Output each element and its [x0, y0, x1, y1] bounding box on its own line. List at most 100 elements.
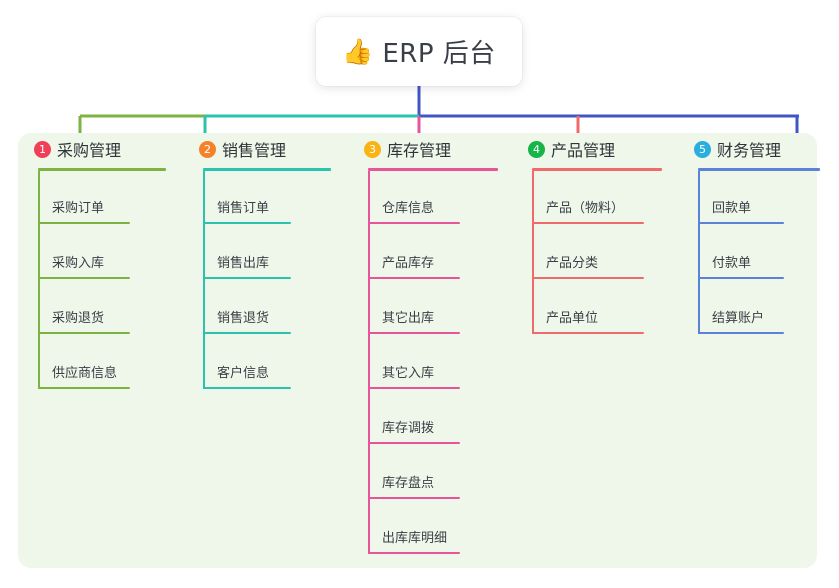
branch-item-label: 回款单	[712, 201, 752, 216]
branch-header[interactable]: 4 产品管理	[512, 133, 664, 165]
branch-item[interactable]: 采购入库	[18, 226, 168, 281]
branch-item-underline	[38, 332, 130, 334]
branch-item-label: 供应商信息	[52, 366, 118, 381]
branch-underline	[368, 168, 498, 171]
branch-item-underline	[38, 222, 130, 224]
branch-item-label: 结算账户	[712, 311, 765, 326]
branch-spine	[368, 171, 370, 554]
branch-title: 财务管理	[717, 141, 782, 160]
branch-item-label: 仓库信息	[382, 201, 435, 216]
branch-item-underline	[698, 277, 784, 279]
branch-underline	[203, 168, 331, 171]
branch-index-badge: 1	[34, 140, 51, 158]
branch-column: 3 库存管理仓库信息产品库存其它出库其它入库库存调拨库存盘点出库库明细	[348, 133, 500, 556]
branch-column: 1 采购管理采购订单采购入库采购退货供应商信息	[18, 133, 168, 391]
branch-column: 4 产品管理产品（物料） 产品分类产品单位	[512, 133, 664, 336]
branch-item-underline	[368, 442, 460, 444]
branch-item-underline	[368, 222, 460, 224]
branch-item-underline	[698, 222, 784, 224]
branch-item-label: 采购订单	[52, 201, 105, 216]
branch-item-label: 销售出库	[217, 256, 270, 271]
branch-item-underline	[698, 332, 784, 334]
branch-spine	[698, 171, 700, 334]
branch-item[interactable]: 采购退货	[18, 281, 168, 336]
branch-spine	[203, 171, 205, 389]
branch-item-underline	[203, 332, 291, 334]
branch-item[interactable]: 产品（物料）	[512, 171, 664, 226]
branch-item-underline	[532, 277, 644, 279]
branch-item[interactable]: 销售出库	[183, 226, 333, 281]
root-node[interactable]: 👍 ERP 后台	[316, 17, 522, 86]
branch-item-underline	[532, 222, 644, 224]
branch-index-badge: 3	[364, 140, 381, 158]
branch-item-label: 库存调拨	[382, 421, 435, 436]
branch-item[interactable]: 销售订单	[183, 171, 333, 226]
branch-title: 库存管理	[387, 141, 452, 160]
branch-item[interactable]: 采购订单	[18, 171, 168, 226]
branch-items: 采购订单采购入库采购退货供应商信息	[18, 171, 168, 391]
branch-item-underline	[368, 497, 460, 499]
branch-item-label: 采购退货	[52, 311, 105, 326]
branch-item-label: 其它出库	[382, 311, 435, 326]
branch-item[interactable]: 销售退货	[183, 281, 333, 336]
branch-title: 采购管理	[57, 141, 122, 160]
branch-item[interactable]: 供应商信息	[18, 336, 168, 391]
branch-item-label: 客户信息	[217, 366, 270, 381]
branch-header[interactable]: 5 财务管理	[678, 133, 818, 165]
branch-index-badge: 4	[528, 140, 545, 158]
branch-index-badge: 5	[694, 140, 711, 158]
branch-item[interactable]: 其它出库	[348, 281, 500, 336]
branch-item-underline	[38, 277, 130, 279]
branch-spine	[38, 171, 40, 389]
branch-item-underline	[203, 387, 291, 389]
branch-item[interactable]: 库存盘点	[348, 446, 500, 501]
branch-item[interactable]: 出库库明细	[348, 501, 500, 556]
branch-item-label: 销售退货	[217, 311, 270, 326]
branch-spine	[532, 171, 534, 334]
branch-item[interactable]: 客户信息	[183, 336, 333, 391]
branch-item-underline	[368, 552, 460, 554]
branch-underline	[698, 168, 820, 171]
branch-item-underline	[203, 277, 291, 279]
branches-panel	[18, 133, 817, 568]
branch-item-underline	[368, 332, 460, 334]
branch-item[interactable]: 产品单位	[512, 281, 664, 336]
branch-item-label: 出库库明细	[382, 531, 448, 546]
branch-item-underline	[203, 222, 291, 224]
branch-item[interactable]: 结算账户	[678, 281, 818, 336]
root-title: ERP 后台	[382, 39, 496, 69]
branch-underline	[38, 168, 166, 171]
branch-item-label: 采购入库	[52, 256, 105, 271]
branch-item-underline	[368, 277, 460, 279]
branch-item[interactable]: 仓库信息	[348, 171, 500, 226]
branch-items: 销售订单销售出库销售退货客户信息	[183, 171, 333, 391]
branch-items: 仓库信息产品库存其它出库其它入库库存调拨库存盘点出库库明细	[348, 171, 500, 556]
branch-item[interactable]: 产品分类	[512, 226, 664, 281]
branch-item[interactable]: 库存调拨	[348, 391, 500, 446]
branch-item[interactable]: 付款单	[678, 226, 818, 281]
branch-item-label: 付款单	[712, 256, 752, 271]
branch-items: 回款单付款单结算账户	[678, 171, 818, 336]
branch-item[interactable]: 回款单	[678, 171, 818, 226]
branch-item[interactable]: 其它入库	[348, 336, 500, 391]
branch-title: 产品管理	[551, 141, 616, 160]
branch-item-label: 其它入库	[382, 366, 435, 381]
branch-underline	[532, 168, 662, 171]
branch-item[interactable]: 产品库存	[348, 226, 500, 281]
branch-item-label: 销售订单	[217, 201, 270, 216]
branch-title: 销售管理	[222, 141, 287, 160]
branch-item-underline	[38, 387, 130, 389]
branch-item-label: 产品单位	[546, 311, 599, 326]
branch-header[interactable]: 1 采购管理	[18, 133, 168, 165]
branch-header[interactable]: 3 库存管理	[348, 133, 500, 165]
branch-item-label: 产品库存	[382, 256, 435, 271]
branch-item-label: 库存盘点	[382, 476, 435, 491]
branch-item-underline	[532, 332, 644, 334]
branch-item-label: 产品分类	[546, 256, 599, 271]
branch-item-label: 产品（物料）	[546, 201, 625, 216]
thumbs-up-icon: 👍	[342, 37, 374, 66]
